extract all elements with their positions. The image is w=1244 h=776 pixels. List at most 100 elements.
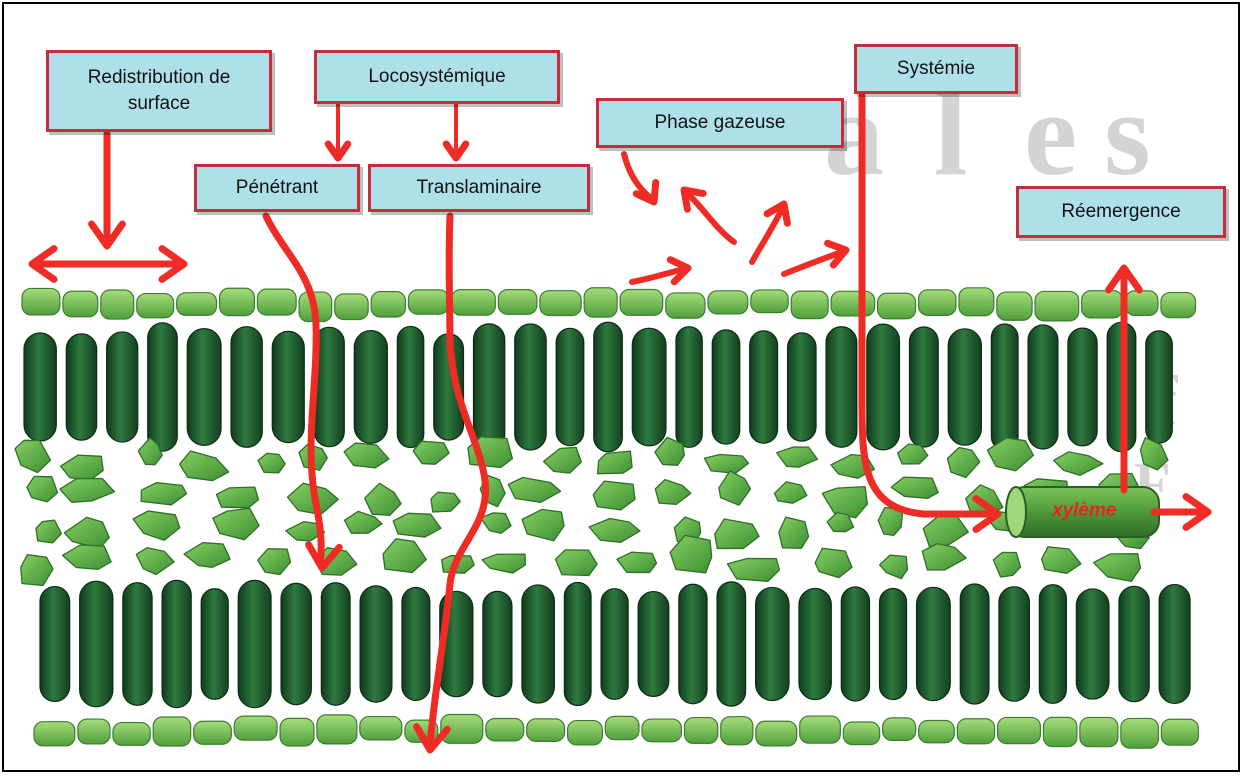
lower-epidermis — [34, 715, 1198, 749]
penetrant-label: Pénétrant — [194, 164, 360, 212]
spongy-cell — [779, 517, 809, 548]
palisade-cell — [712, 330, 739, 444]
locosystemique-label: Locosystémique — [314, 50, 560, 104]
epidermis-cell — [498, 290, 537, 315]
epidermis-cell — [1121, 718, 1159, 748]
epidermis-cell — [800, 716, 841, 743]
systemie-label: Systémie — [854, 44, 1018, 94]
epidermis-cell — [584, 288, 617, 317]
epidermis-cell — [959, 288, 994, 316]
spongy-cell — [777, 447, 818, 467]
background-glyph: s — [1104, 67, 1151, 200]
palisade-cell — [162, 580, 191, 707]
epidermis-cell — [540, 291, 581, 316]
palisade-cell — [1076, 589, 1109, 699]
spongy-cell — [344, 443, 389, 468]
spongy-cell — [948, 448, 980, 478]
spongy-cell — [822, 487, 867, 518]
upper-palisade-layer — [24, 322, 1172, 451]
palisade-cell — [272, 331, 304, 442]
palisade-cell — [1068, 328, 1097, 446]
epidermis-cell — [721, 717, 753, 745]
palisade-cell — [107, 332, 138, 442]
epidermis-cell — [620, 290, 663, 316]
epidermis-cell — [486, 718, 524, 740]
spongy-cell — [522, 509, 564, 540]
epidermis-cell — [919, 720, 955, 742]
palisade-cell — [1028, 325, 1058, 449]
epidermis-cell — [257, 289, 296, 315]
lower-palisade-layer — [40, 580, 1190, 707]
gas-phase-arrow — [688, 194, 734, 242]
palisade-cell — [354, 331, 387, 444]
palisade-cell — [679, 584, 707, 704]
epidermis-cell — [22, 288, 60, 314]
spongy-cell — [1042, 547, 1081, 574]
palisade-cell — [397, 326, 423, 447]
spongy-cell — [413, 441, 449, 464]
xylem-label: xylème — [1052, 500, 1116, 522]
palisade-cell — [360, 586, 392, 702]
spongy-cell — [993, 552, 1020, 577]
palisade-cell — [281, 583, 311, 704]
spongy-cell — [36, 520, 61, 543]
spongy-cell — [719, 471, 751, 505]
palisade-cell — [1146, 331, 1172, 443]
epidermis-cell — [317, 715, 357, 744]
palisade-cell — [24, 333, 56, 441]
palisade-cell — [750, 331, 778, 443]
epidermis-cell — [234, 716, 277, 740]
spongy-cell — [63, 545, 112, 569]
palisade-cell — [632, 328, 666, 446]
spongy-cell — [27, 476, 58, 502]
redistribution-label: Redistribution de surface — [46, 50, 272, 132]
spongy-cell — [15, 440, 51, 472]
epidermis-cell — [1161, 719, 1198, 745]
palisade-cell — [799, 588, 831, 699]
epidermis-cell — [919, 290, 956, 316]
epidermis-cell — [684, 718, 717, 744]
palisade-cell — [991, 324, 1018, 450]
palisade-cell — [1159, 585, 1190, 704]
epidermis-cell — [78, 719, 110, 744]
epidermis-cell — [177, 293, 217, 316]
epidermis-cell — [137, 294, 174, 318]
palisade-cell — [473, 324, 504, 450]
palisade-cell — [187, 329, 221, 446]
palisade-cell — [909, 327, 938, 447]
spongy-cell — [431, 492, 460, 512]
palisade-cell — [841, 587, 869, 701]
palisade-cell — [522, 585, 554, 703]
palisade-cell — [515, 324, 546, 450]
epidermis-cell — [1035, 291, 1079, 320]
palisade-cell — [601, 589, 628, 700]
palisade-cell — [564, 583, 591, 706]
epidermis-cell — [883, 718, 916, 741]
epidermis-cell — [153, 717, 190, 746]
spongy-cell — [589, 519, 640, 543]
epidermis-cell — [1043, 717, 1076, 746]
spongy-cell — [393, 513, 441, 537]
epidermis-cell — [63, 291, 98, 317]
palisade-cell — [238, 580, 271, 707]
epidermis-cell — [997, 292, 1032, 320]
palisade-cell — [867, 324, 900, 450]
spongy-cell — [258, 549, 291, 575]
spongy-cell — [133, 511, 180, 540]
spongy-cell — [775, 482, 807, 503]
palisade-cell — [80, 581, 113, 706]
palisade-cell — [556, 328, 584, 445]
palisade-cell — [999, 587, 1029, 701]
spongy-cell — [64, 517, 109, 548]
palisade-cell — [960, 584, 989, 704]
background-glyph: e — [1024, 67, 1077, 200]
reemergence-label: Réemergence — [1016, 186, 1226, 238]
palisade-cell — [483, 591, 512, 696]
spongy-cell — [922, 544, 966, 570]
palisade-cell — [123, 583, 152, 706]
spongy-cell — [715, 519, 759, 549]
epidermis-cell — [452, 290, 496, 316]
epidermis-cell — [708, 291, 748, 314]
epidermis-cell — [527, 719, 565, 742]
